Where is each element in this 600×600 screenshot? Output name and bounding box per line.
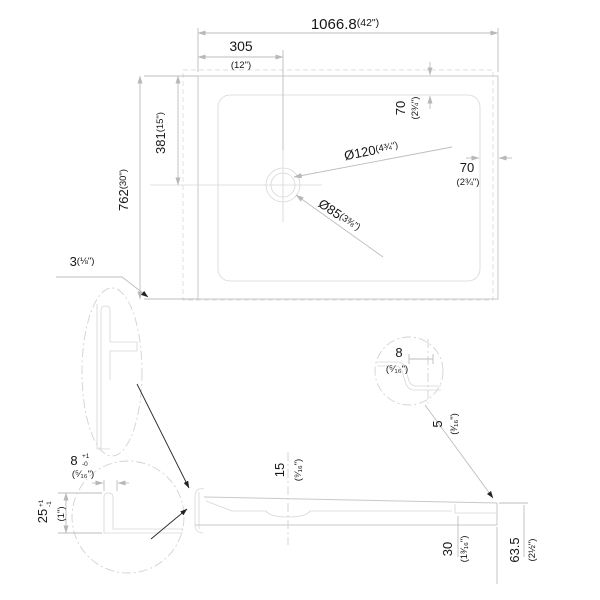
dim-lip-width-tol-minus: -0 xyxy=(82,461,88,468)
dim-step-detail: 8 xyxy=(395,345,402,360)
dim-step-detail-in: (⁵⁄₁₆") xyxy=(386,364,408,375)
dim-lip-height-in: (1") xyxy=(56,507,67,522)
svg-text:(1"): (1") xyxy=(56,507,67,522)
plan-dimension-lines xyxy=(56,28,512,300)
drain xyxy=(150,148,322,222)
lip-hook-profile xyxy=(103,492,114,509)
svg-text:5: 5 xyxy=(430,420,445,427)
svg-text:762(30"): 762(30") xyxy=(116,169,131,211)
svg-text:70: 70 xyxy=(393,101,408,115)
step-profile-bottom xyxy=(377,365,441,391)
dim-step-height: 5 xyxy=(430,420,445,427)
dim-step-height-in: (³⁄₁₆") xyxy=(449,413,460,435)
dim-drain-outer-dia: Ø120(4¾") xyxy=(343,138,400,163)
svg-text:(⁹⁄₁₆"): (⁹⁄₁₆") xyxy=(293,459,304,481)
dim-lip-width: 8 xyxy=(70,453,77,468)
dim-lip-width-in: (⁵⁄₁₆") xyxy=(72,469,94,480)
edge-profile-step xyxy=(109,341,138,380)
svg-text:+1: +1 xyxy=(38,499,45,507)
detail-ellipse-balloon xyxy=(81,287,143,457)
plan-view: 1066.8(42") 305 (12") 762(30") 381(15") … xyxy=(56,16,512,301)
step-profile-top xyxy=(377,361,441,387)
svg-text:(1³⁄₁₆"): (1³⁄₁₆") xyxy=(459,536,470,563)
svg-text:(³⁄₁₆"): (³⁄₁₆") xyxy=(449,413,460,435)
svg-text:(2¾"): (2¾") xyxy=(410,97,421,120)
edge-profile-walls xyxy=(96,304,110,450)
dim-total-height-in: (2½") xyxy=(527,539,538,562)
dim-drain-offset-x: 305 xyxy=(229,38,253,54)
lip-detail-balloon xyxy=(71,460,185,574)
svg-text:Ø120(4¾"): Ø120(4¾") xyxy=(343,138,400,163)
dim-drain-inner-dia: Ø85(3⅜") xyxy=(316,196,364,235)
svg-text:63.5: 63.5 xyxy=(507,537,522,562)
svg-text:381(15"): 381(15") xyxy=(153,112,168,154)
edge-profile-lip-hook xyxy=(100,305,111,342)
dim-lip-height: 25 +1 -1 xyxy=(35,499,53,523)
plan-inner-basin-rect xyxy=(217,94,481,282)
step-detail-balloon xyxy=(374,336,444,406)
section-outline xyxy=(195,496,498,526)
svg-text:25: 25 xyxy=(35,509,50,523)
step-height-leader xyxy=(424,404,494,499)
lip-wall-floor xyxy=(103,509,183,534)
detail-ellipse-edge-profile xyxy=(81,287,190,489)
dim-overall-width: 1066.8(42") xyxy=(311,16,379,33)
dim-rim-top-in: (2¾") xyxy=(410,97,421,120)
dim-drain-offset-y: 381(15") xyxy=(153,112,168,154)
dim-rim-right-in: (2¾") xyxy=(457,177,480,188)
detail-circle-step: 8 (⁵⁄₁₆") 5 (³⁄₁₆") xyxy=(374,336,494,499)
dim-base-thickness: 3(⅛") xyxy=(70,254,95,269)
plan-outer-rect xyxy=(197,75,499,300)
dim-overall-depth: 762(30") xyxy=(116,169,131,211)
svg-text:15: 15 xyxy=(272,463,287,477)
dim-lip-width-tol-plus: +1 xyxy=(82,453,90,460)
dim-drain-offset-x-in: (12") xyxy=(231,60,251,71)
dim-center-depth-in: (⁹⁄₁₆") xyxy=(293,459,304,481)
svg-text:-1: -1 xyxy=(46,501,53,507)
section-floor-and-step xyxy=(205,500,497,518)
detail-circle-lip: 8 +1 -0 (⁵⁄₁₆") 25 +1 -1 (1") xyxy=(35,453,188,574)
section-left-lip xyxy=(194,488,205,534)
lip-detail-leader xyxy=(150,508,188,540)
dim-rim-top: 70 xyxy=(393,101,408,115)
svg-text:Ø85(3⅜"): Ø85(3⅜") xyxy=(316,196,364,235)
dim-rim-right: 70 xyxy=(460,160,474,175)
dim-edge-flat: 30 xyxy=(440,542,455,556)
dim-edge-flat-in: (1³⁄₁₆") xyxy=(459,536,470,563)
dim-center-depth: 15 xyxy=(272,463,287,477)
svg-text:30: 30 xyxy=(440,542,455,556)
svg-text:(2½"): (2½") xyxy=(527,539,538,562)
ellipse-leader xyxy=(136,383,190,489)
side-section-view: 15 (⁹⁄₁₆") 30 (1³⁄₁₆") 63.5 (2½") xyxy=(194,452,538,584)
dim-total-height: 63.5 xyxy=(507,537,522,562)
